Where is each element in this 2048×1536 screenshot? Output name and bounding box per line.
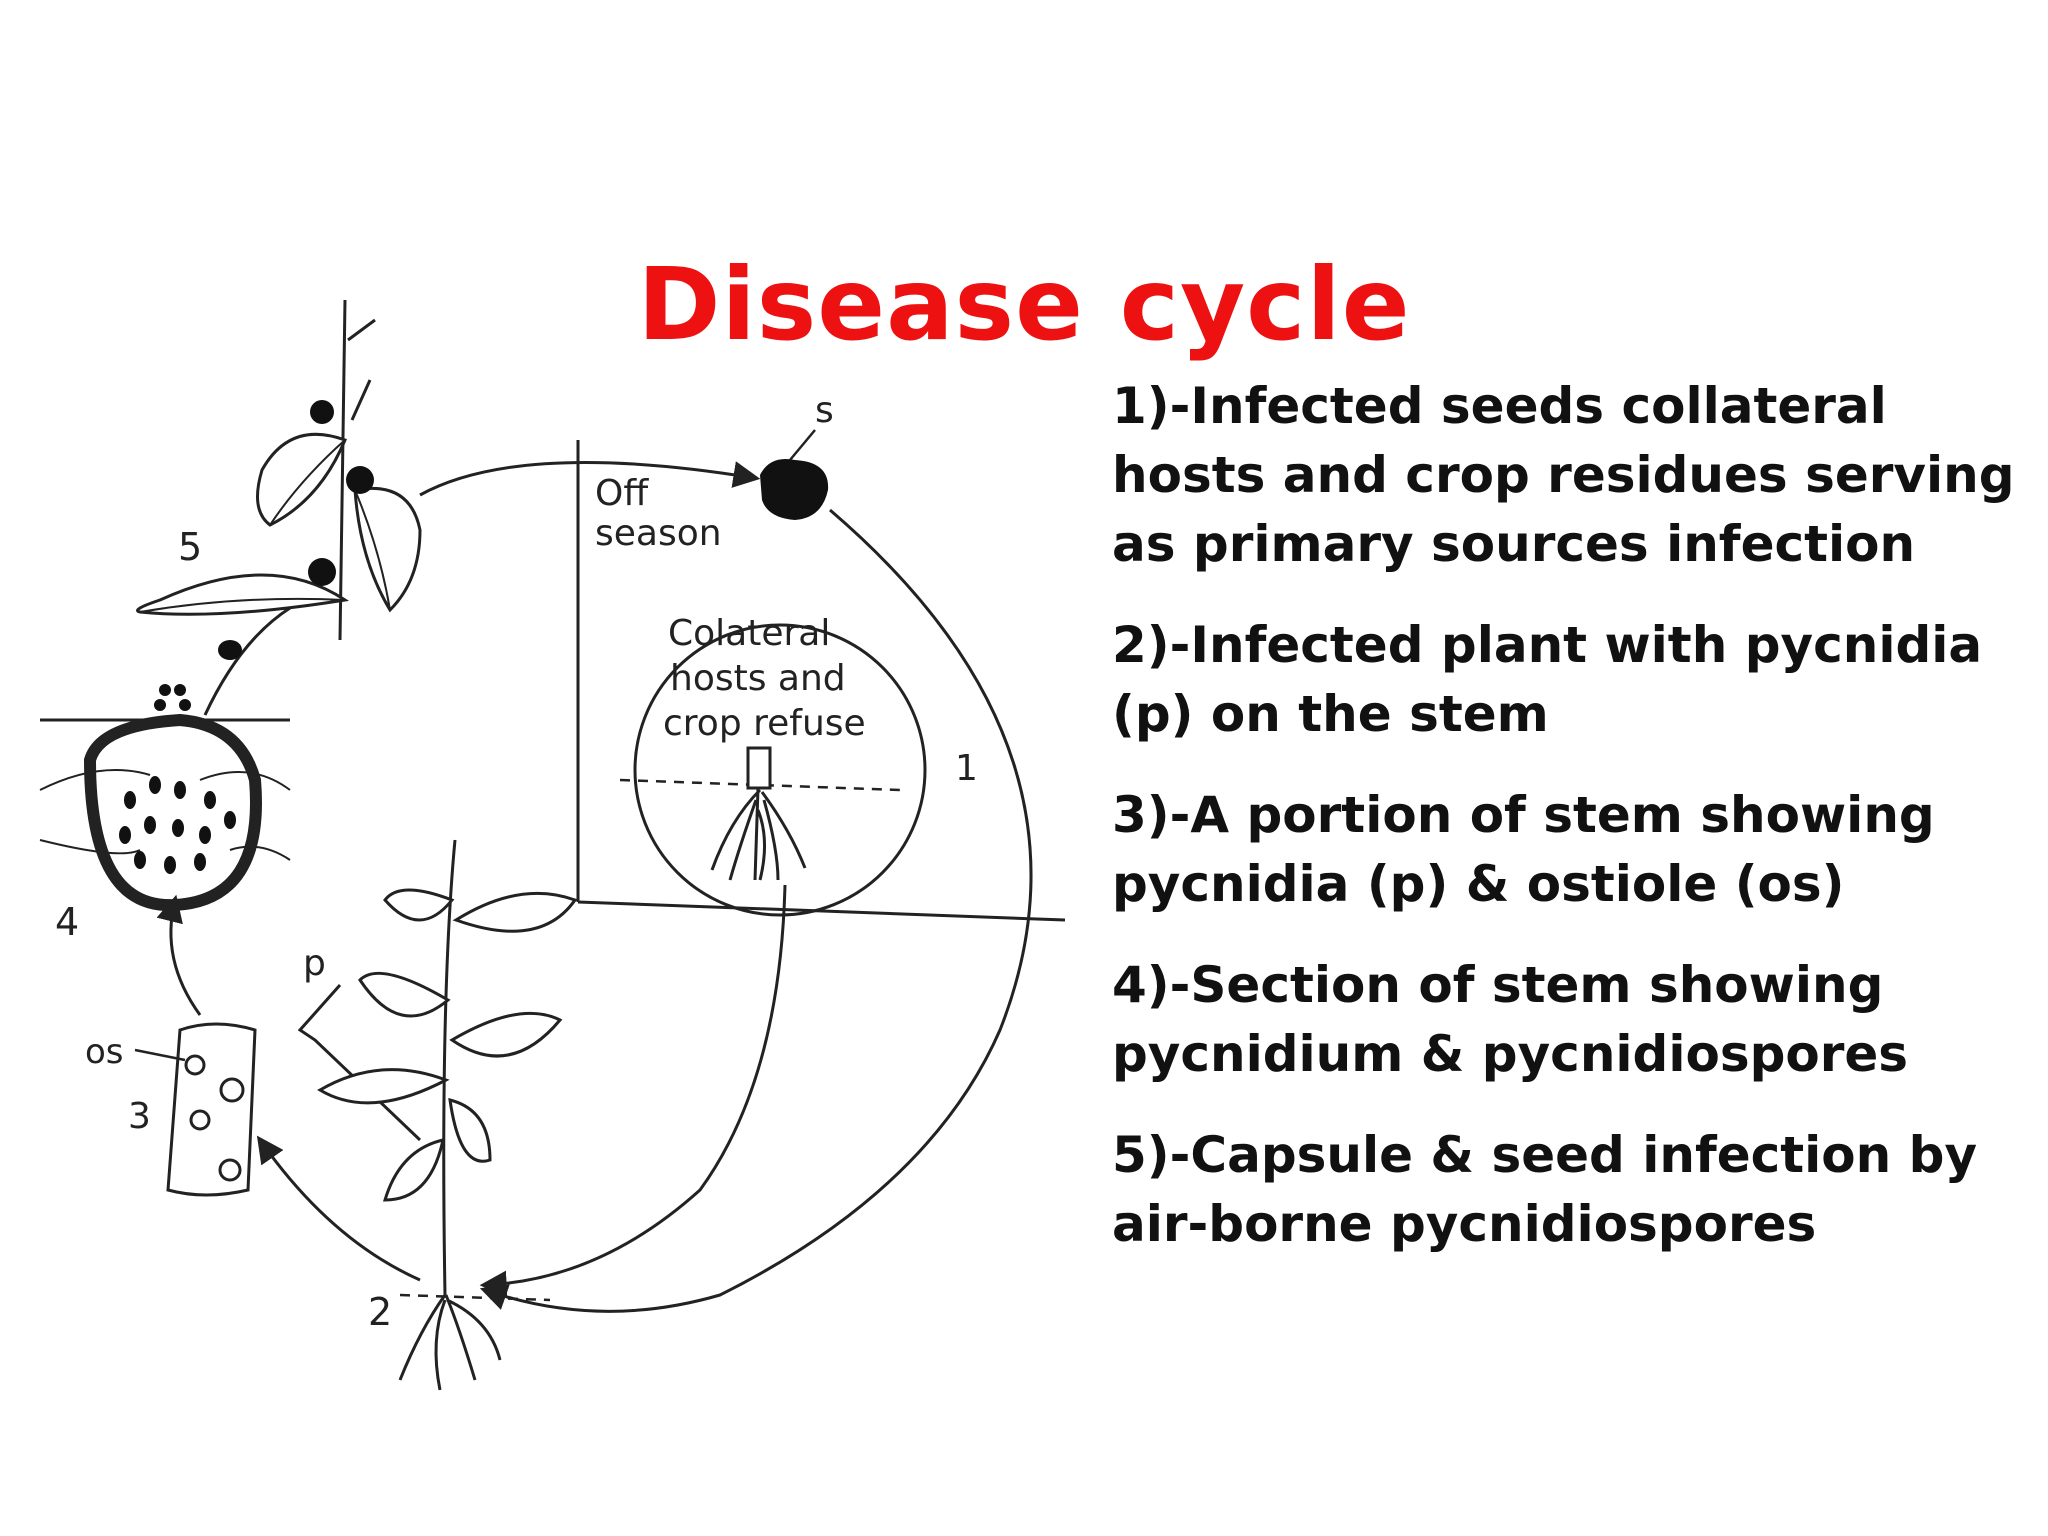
refuse-roots-illustration — [710, 746, 807, 881]
caption-item-1: 1)-Infected seeds collateral hosts and c… — [1112, 377, 2015, 573]
pycnidium-section-illustration — [39, 684, 291, 912]
refuse-circle — [633, 623, 927, 917]
caption-item-4: 4)-Section of stem showing pycnidium & p… — [1112, 956, 1909, 1083]
label-3: 3 — [128, 1096, 151, 1137]
page-title: Disease cycle — [637, 246, 1411, 363]
label-p: p — [303, 943, 326, 984]
off-season-quadrant — [576, 440, 1066, 922]
caption-item-3: 3)-A portion of stem showing pycnidia (p… — [1112, 786, 1935, 913]
arrow-3-to-4 — [156, 894, 202, 1016]
refuse-circle-text: Colateral hosts and crop refuse — [663, 613, 866, 744]
caption-list: 1)-Infected seeds collateral hosts and c… — [1112, 372, 2042, 1291]
label-s: s — [815, 390, 834, 431]
disease-cycle-diagram: Off season Colateral hosts and crop refu… — [39, 299, 1066, 1391]
stem-portion-illustration — [134, 1022, 257, 1197]
refuse-line-1: Colateral — [668, 613, 830, 654]
arrow-4-to-5 — [203, 606, 291, 716]
label-2: 2 — [368, 1290, 392, 1334]
off-season-label: Off season — [595, 473, 722, 554]
label-5: 5 — [178, 525, 202, 569]
arrow-2-to-3 — [256, 1135, 421, 1282]
refuse-line-2: hosts and — [670, 658, 846, 699]
arrow-s-to-2 — [479, 508, 1033, 1313]
label-4: 4 — [55, 900, 79, 944]
plant-5-illustration — [136, 299, 422, 660]
arrow-refuse-to-2 — [479, 884, 787, 1298]
caption-item-5: 5)-Capsule & seed infection by air-borne… — [1112, 1126, 1978, 1253]
seed-illustration — [760, 429, 829, 520]
infected-plant-illustration — [317, 839, 578, 1391]
refuse-line-3: crop refuse — [663, 703, 866, 744]
label-os: os — [85, 1032, 124, 1072]
off-season-line-2: season — [595, 513, 722, 554]
caption-item-2: 2)-Infected plant with pycnidia (p) on t… — [1112, 616, 1983, 743]
arrow-5-to-s — [419, 460, 761, 497]
label-1: 1 — [955, 748, 978, 789]
off-season-line-1: Off — [595, 473, 649, 514]
